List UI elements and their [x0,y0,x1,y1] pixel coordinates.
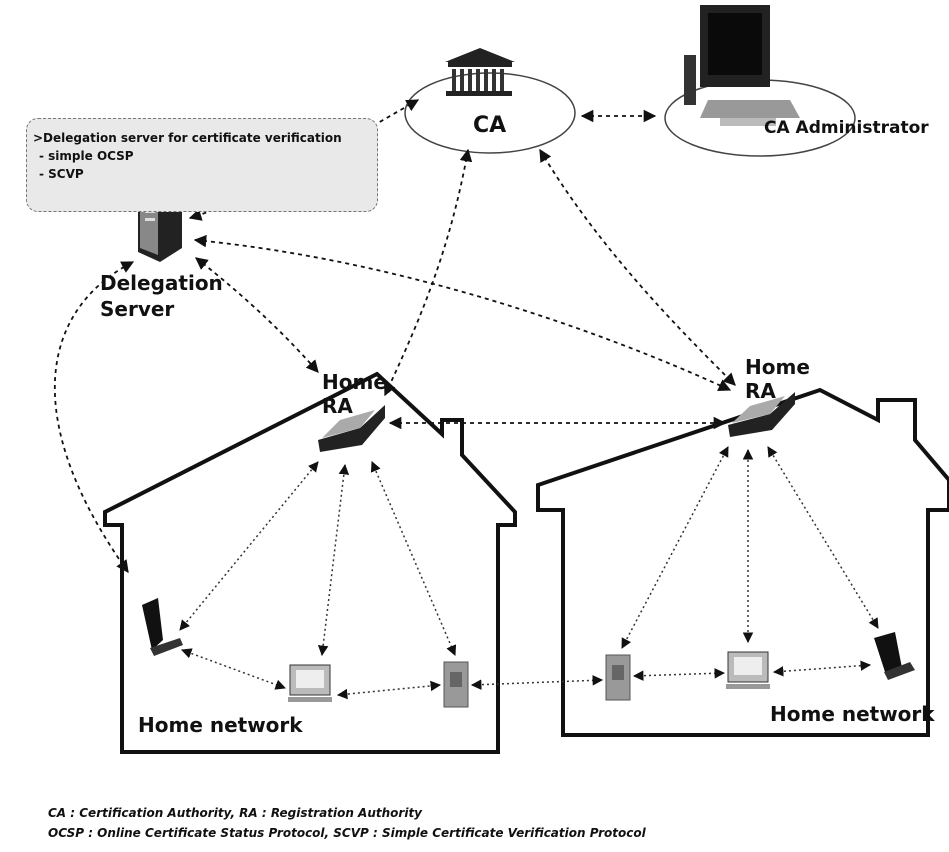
link-houses-devices [470,675,604,690]
link-laptop-pc-left [181,648,286,690]
pc-left-icon [288,664,332,702]
arrow-delegation-home-ra-right [193,234,732,391]
delegation-note-item: - SCVP [39,167,84,181]
legend-line-2: OCSP : Online Certificate Status Protoco… [48,826,646,840]
home-network-left-label: Home network [138,713,303,737]
laptop-right-icon [874,632,915,680]
delegation-note-title: >Delegation server for certificate verif… [33,131,342,145]
ca-building-icon [445,48,515,96]
home-ra-right-icon [728,392,795,437]
link-ra-left-laptop [179,461,319,631]
arrow-ca-home-ra-left [384,148,473,397]
link-ra-left-device [370,461,457,656]
pc-right-icon [726,651,770,689]
link-ra-right-laptop [767,446,879,629]
house-right [536,387,949,737]
home-ra-right-label: Home RA [745,355,810,403]
admin-computer-icon [684,5,800,126]
legend-line-1: CA : Certification Authority, RA : Regis… [48,806,422,820]
arrow-delegation-house-left [53,261,135,574]
laptop-left-icon [142,598,183,656]
home-ra-left-icon [318,405,385,452]
delegation-note-box: >Delegation server for certificate verif… [26,118,378,212]
home-network-right-label: Home network [770,702,935,726]
home-ra-left-label: Home RA [322,370,387,418]
ca-label: CA [473,113,507,138]
link-pc-laptop-right [772,660,872,677]
ca-admin-label: CA Administrator [764,118,929,138]
link-pc-device-left [336,680,442,700]
device-right-icon [605,654,631,701]
device-left-icon [443,661,469,708]
link-device-pc-right [632,668,726,681]
delegation-server-label: Delegation Server [100,271,223,321]
delegation-note-item: - simple OCSP [39,149,134,163]
link-ra-left-pc [317,463,350,657]
